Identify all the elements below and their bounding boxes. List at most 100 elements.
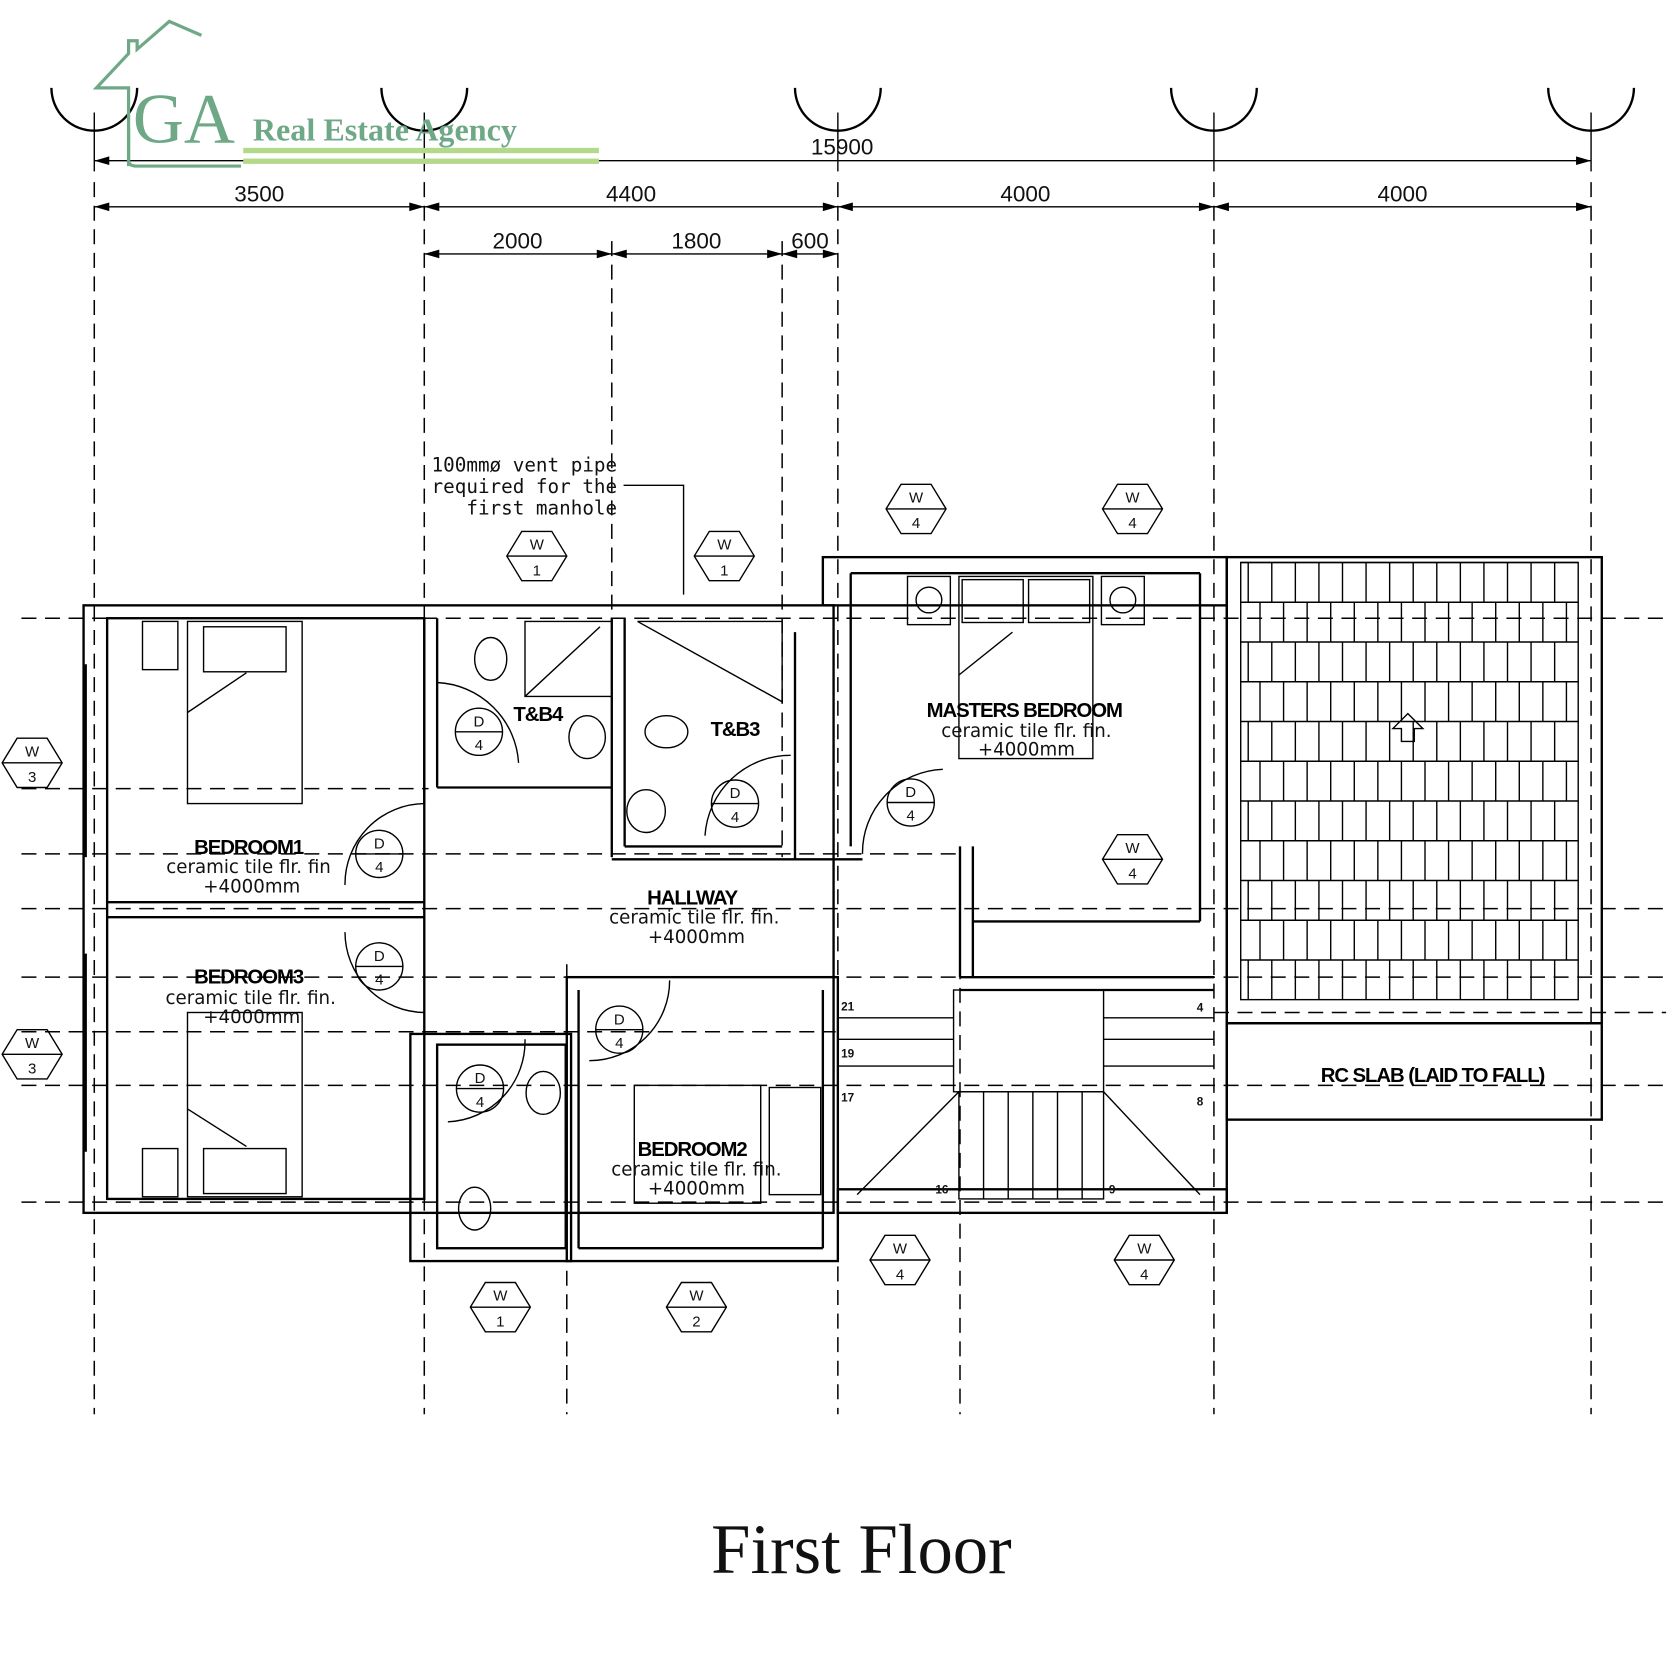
door-tag-type: D (614, 1011, 625, 1028)
horizontal-grid-lines (21, 617, 1667, 1203)
window-tag-number: 4 (1128, 515, 1136, 532)
door-tag-number: 4 (731, 809, 739, 826)
door-tag: D4 (355, 942, 404, 991)
vertical-grid-lines (93, 112, 1592, 1415)
hallway-name: HALLWAY (647, 887, 739, 909)
roof-tiles (1240, 561, 1579, 1001)
door-tag-type: D (905, 784, 916, 801)
nightstand (141, 1147, 179, 1198)
stair-number: 21 (841, 1000, 855, 1013)
window-tag-number: 1 (533, 562, 541, 579)
plan-title: First Floor (711, 1511, 1012, 1589)
window-tag-type: W (1125, 840, 1140, 857)
bedroom2-finish: ceramic tile flr. fin. (611, 1159, 781, 1180)
bedroom2-level: +4000mm (648, 1179, 745, 1200)
door-tag-number: 4 (476, 1094, 484, 1111)
door-swings (344, 681, 943, 1123)
overall-dimension: 15900 (811, 134, 874, 159)
door-tag-number: 4 (907, 808, 915, 825)
tb3-name: T&B3 (711, 719, 761, 741)
door-tag: D4 (886, 778, 935, 827)
staircase (837, 989, 1214, 1200)
bay-dimension-4: 4000 (1377, 181, 1427, 206)
window-tag-type: W (25, 743, 40, 760)
toilet (644, 715, 689, 749)
window-tag: W4 (1101, 833, 1164, 885)
window-tag: W1 (693, 530, 756, 582)
window-tag: W1 (505, 530, 568, 582)
hallway-level: +4000mm (648, 927, 745, 948)
window-tag-number: 4 (912, 515, 920, 532)
bedroom2-name: BEDROOM2 (638, 1139, 748, 1161)
bedroom1-finish: ceramic tile flr. fin (166, 857, 331, 878)
window-tag-number: 4 (1128, 866, 1136, 883)
bedroom1-level: +4000mm (203, 877, 300, 898)
door-tag-type: D (474, 713, 485, 730)
window-tag: W4 (885, 483, 947, 535)
window-tag-number: 2 (692, 1313, 700, 1330)
door-tag-type: D (730, 785, 741, 802)
window-tag-number: 4 (896, 1266, 904, 1283)
master-bedroom-level: +4000mm (978, 739, 1075, 760)
door-tag-type: D (475, 1070, 486, 1087)
sub-dimension-2: 1800 (671, 229, 721, 254)
rc-slab-label: RC SLAB (LAID TO FALL) (1321, 1065, 1545, 1087)
stair-number: 9 (1109, 1184, 1116, 1197)
door-tag-number: 4 (375, 972, 383, 989)
stair-number: 4 (1197, 1001, 1204, 1014)
door-tag-number: 4 (375, 859, 383, 876)
window-tag-type: W (1137, 1241, 1152, 1258)
window-tag-type: W (893, 1241, 908, 1258)
door-tag-number: 4 (615, 1035, 623, 1052)
window-tag-type: W (1125, 489, 1140, 506)
bedroom3-finish: ceramic tile flr. fin. (166, 988, 336, 1009)
bedroom3-level: +4000mm (203, 1007, 300, 1028)
hallway-finish: ceramic tile flr. fin. (609, 908, 779, 929)
window-tag-number: 3 (28, 769, 36, 786)
door-tag: D4 (595, 1005, 644, 1054)
door-tag: D4 (454, 707, 504, 757)
furniture (141, 575, 1145, 1231)
window-tag: W4 (1113, 1234, 1176, 1286)
dimension-lines (94, 156, 1592, 259)
door-tag-number: 4 (475, 737, 483, 754)
sink (525, 1070, 562, 1115)
window-tag-type: W (530, 537, 545, 554)
master-bed (958, 575, 1094, 760)
bay-dimension-2: 4400 (606, 181, 656, 206)
window-tag: W4 (1101, 483, 1164, 535)
window-tag-type: W (689, 1288, 704, 1305)
nightstand (141, 620, 179, 671)
window-tag: W3 (1, 1028, 63, 1080)
window-tag-number: 1 (720, 562, 728, 579)
bedroom3-name: BEDROOM3 (194, 967, 304, 989)
vent-leader-line (623, 484, 685, 595)
logo-initials: GA (133, 81, 235, 159)
window-tag-type: W (25, 1035, 40, 1052)
tb4-name: T&B4 (513, 704, 564, 726)
stair-number: 16 (935, 1184, 949, 1197)
bay-dimension-3: 4000 (1000, 181, 1050, 206)
bay-dimension-1: 3500 (234, 181, 284, 206)
bed (633, 1084, 762, 1204)
toilet (457, 1186, 492, 1231)
vent-note-line: required for the (432, 475, 618, 498)
door-tag-type: D (374, 836, 385, 853)
window-tag: W2 (665, 1281, 728, 1333)
house-icon (92, 19, 203, 167)
sink (626, 788, 667, 834)
master-bedroom-name: MASTERS BEDROOM (927, 700, 1122, 722)
window-tag-type: W (909, 489, 924, 506)
window-tag-type: W (717, 537, 732, 554)
toilet (473, 636, 508, 682)
vent-note-line: first manhole (466, 496, 617, 519)
logo-name: Real Estate Agency (253, 111, 517, 147)
bedroom1-name: BEDROOM1 (194, 837, 304, 859)
window-tag: W4 (869, 1234, 931, 1286)
window-tag-number: 3 (28, 1061, 36, 1078)
window-tag: W3 (1, 737, 63, 789)
window-tag-type: W (493, 1288, 508, 1305)
stair-number: 17 (841, 1091, 855, 1104)
window-tag: W1 (469, 1281, 532, 1333)
